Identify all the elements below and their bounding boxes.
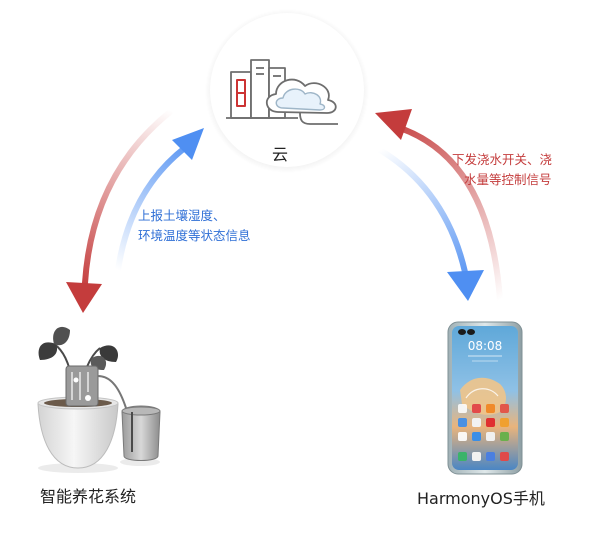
app-icon-grid <box>458 404 509 461</box>
smartphone-icon: 08:08 <box>447 321 523 475</box>
control-command-arrowhead <box>375 109 412 140</box>
status-upload-arrowhead <box>172 128 204 160</box>
phone-label: HarmonyOS手机 <box>417 489 545 508</box>
cloud-server-icon <box>226 59 338 125</box>
right-flow-arrows <box>375 109 503 303</box>
status-upload-note-line-1: 上报土壤湿度、 <box>138 208 226 223</box>
control-signal-note-line-2: 水量等控制信号 <box>464 172 552 187</box>
status-forward-arrow-shaft <box>377 147 468 275</box>
status-upload-note-line-2: 环境温度等状态信息 <box>138 228 251 243</box>
control-signal-arrow-shaft <box>82 109 173 286</box>
status-forward-arrowhead <box>447 270 484 301</box>
control-signal-note-line-1: 下发浇水开关、浇 <box>452 152 553 167</box>
control-signal-note: 下发浇水开关、浇 水量等控制信号 <box>452 150 552 190</box>
status-upload-note: 上报土壤湿度、 环境温度等状态信息 <box>138 206 251 246</box>
cloud-label: 云 <box>272 145 289 164</box>
potted-plant-with-sensor-icon <box>37 326 161 473</box>
control-command-arrow-shaft <box>397 125 503 303</box>
plant-system-label: 智能养花系统 <box>40 487 137 506</box>
status-upload-arrow-shaft <box>115 144 189 273</box>
control-signal-arrowhead <box>66 282 102 313</box>
phone-clock: 08:08 <box>468 339 503 353</box>
left-flow-arrows <box>66 109 204 313</box>
